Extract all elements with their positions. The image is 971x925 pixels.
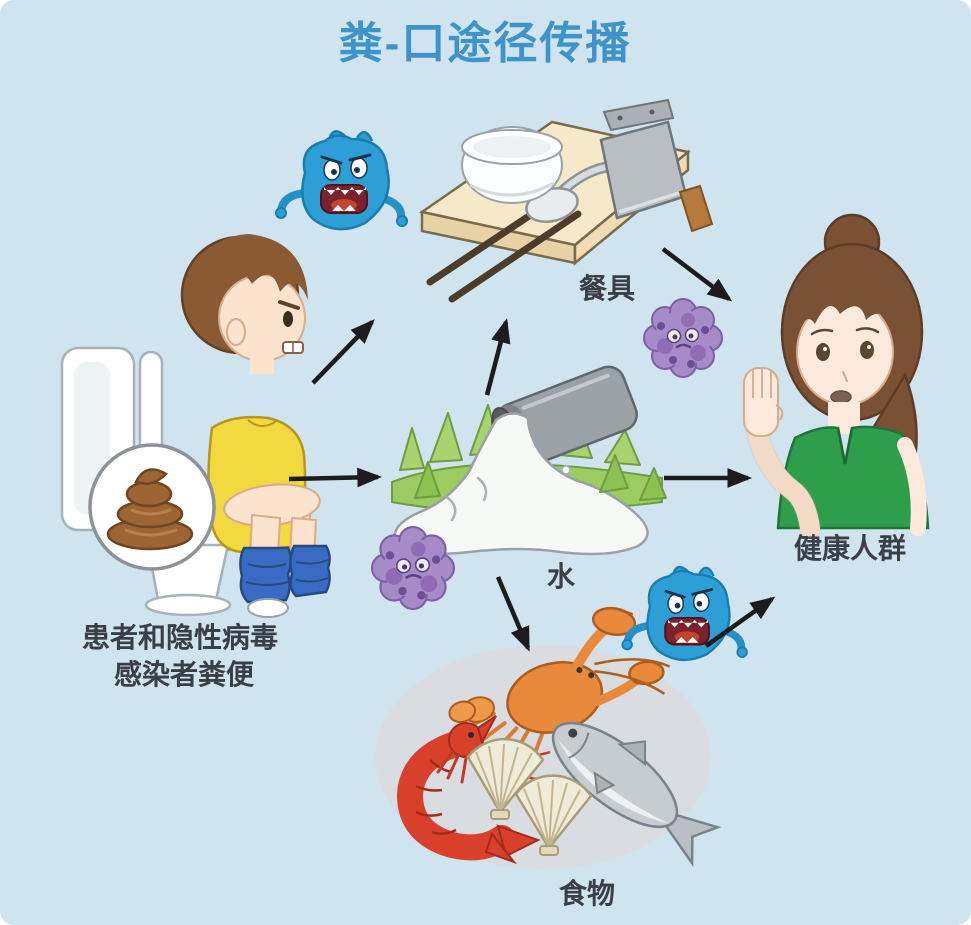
- scallop-icons: [466, 737, 593, 856]
- arrow-water-to-tableware: [484, 318, 511, 396]
- cleaver-icon: [599, 120, 714, 233]
- arrow-food-to-healthy: [704, 596, 776, 648]
- boy-on-toilet-illustration: [60, 234, 331, 618]
- bowl-icon: [461, 126, 563, 204]
- arrow-water-to-food: [495, 576, 531, 652]
- label-tableware: 餐具: [579, 273, 635, 304]
- label-healthy: 健康人群: [794, 532, 906, 564]
- arrow-tableware-to-healthy: [661, 247, 733, 302]
- food-illustration: [375, 606, 722, 869]
- water-illustration: [391, 365, 667, 556]
- label-water: 水: [547, 561, 576, 592]
- feces-magnifier-icon: [88, 443, 216, 571]
- raised-hand-icon: [743, 367, 784, 437]
- sick-boy-icon: [180, 234, 331, 618]
- fish-icon: [551, 721, 722, 868]
- purple-virus-icon-tableware: [642, 297, 724, 379]
- water-flow-icon: [393, 412, 649, 556]
- healthy-woman-illustration: [743, 213, 930, 539]
- flow-arrows: [288, 247, 776, 652]
- label-source-line1: 患者和隐性病毒: [82, 622, 278, 653]
- label-source-line2: 感染者粪便: [114, 659, 255, 690]
- crayfish-icon: [448, 606, 671, 773]
- arrow-source-to-water: [288, 467, 383, 488]
- purple-virus-icon-water: [370, 525, 456, 611]
- tableware-illustration: [418, 98, 714, 303]
- diagram-title: 粪-口途径传播: [339, 19, 632, 68]
- arrow-source-to-tableware: [311, 319, 375, 385]
- label-food: 食物: [559, 877, 615, 909]
